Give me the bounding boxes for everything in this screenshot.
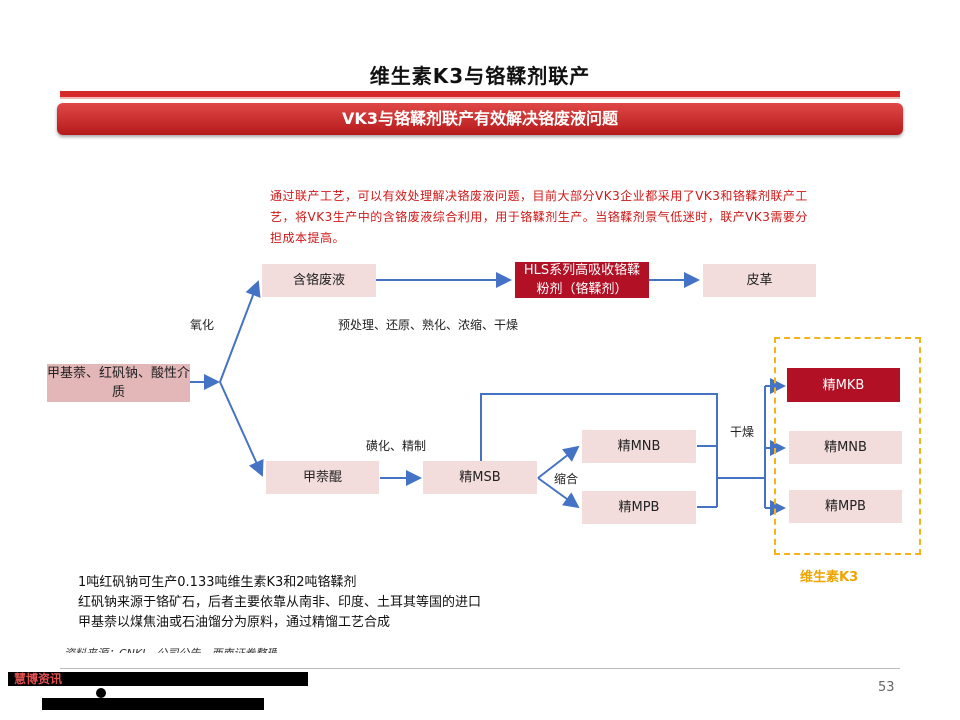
node-raw-materials: 甲基萘、红矾钠、酸性介质 — [47, 364, 191, 402]
page-number: 53 — [878, 680, 895, 695]
node-chrome-waste: 含铬废液 — [262, 264, 376, 297]
arrow-to-menadione — [219, 381, 264, 477]
node-mnb-mid: 精MNB — [582, 430, 696, 463]
title-divider — [60, 91, 900, 97]
page-title: 维生素K3与铬鞣剂联产 — [369, 64, 591, 88]
bottom-note: 1吨红矾钠可生产0.133吨维生素K3和2吨铬鞣剂 — [78, 575, 357, 590]
arrow-msb-to-mnb — [537, 445, 580, 479]
footer-divider — [60, 668, 900, 669]
arrow-msb-to-mpb — [537, 477, 580, 509]
label-oxidation: 氧化 — [190, 318, 215, 332]
label-pretreat: 预处理、还原、熟化、浓缩、干燥 — [338, 318, 519, 332]
line-msb-bypass — [480, 393, 718, 478]
logo-bar — [8, 672, 308, 686]
node-leather: 皮革 — [703, 264, 816, 297]
bottom-notes: 1吨红矾钠可生产0.133吨维生素K3和2吨铬鞣剂 红矾钠来源于铬矿石，后者主要… — [78, 573, 481, 633]
node-hls: HLS系列高吸收铬鞣粉剂（铬鞣剂） — [515, 262, 649, 298]
vk3-group-frame — [774, 337, 921, 555]
node-mnb-out: 精MNB — [789, 431, 902, 464]
title-divider-light — [60, 97, 900, 99]
node-mkb: 精MKB — [787, 368, 900, 402]
source-note: 资料来源：CNKI，公司公告，西南证券整理 — [64, 645, 277, 653]
node-menadione: 甲萘醌 — [266, 461, 379, 494]
label-sulfonation: 磺化、精制 — [366, 439, 427, 453]
section-banner: VK3与铬鞣剂联产有效解决铬废液问题 — [57, 103, 903, 135]
bottom-note: 红矾钠来源于铬矿石，后者主要依靠从南非、印度、土耳其等国的进口 — [78, 595, 482, 610]
line-mid-collect — [697, 445, 765, 508]
label-condensation: 缩合 — [554, 472, 579, 486]
label-drying: 干燥 — [730, 425, 755, 439]
arrow-to-chrome-waste — [219, 280, 261, 383]
bottom-note: 甲基萘以煤焦油或石油馏分为原料，通过精馏工艺合成 — [78, 615, 391, 630]
node-mpb-mid: 精MPB — [582, 491, 696, 524]
logo-icon — [96, 688, 106, 698]
logo-text: 慧博资讯 — [14, 672, 63, 686]
node-mpb-out: 精MPB — [789, 490, 902, 523]
logo-bar-secondary — [42, 698, 264, 710]
node-msb: 精MSB — [423, 461, 537, 494]
vk3-group-label: 维生素K3 — [800, 570, 859, 585]
note-text: 通过联产工艺，可以有效处理解决铬废液问题，目前大部分VK3企业都采用了VK3和铬… — [270, 189, 808, 245]
